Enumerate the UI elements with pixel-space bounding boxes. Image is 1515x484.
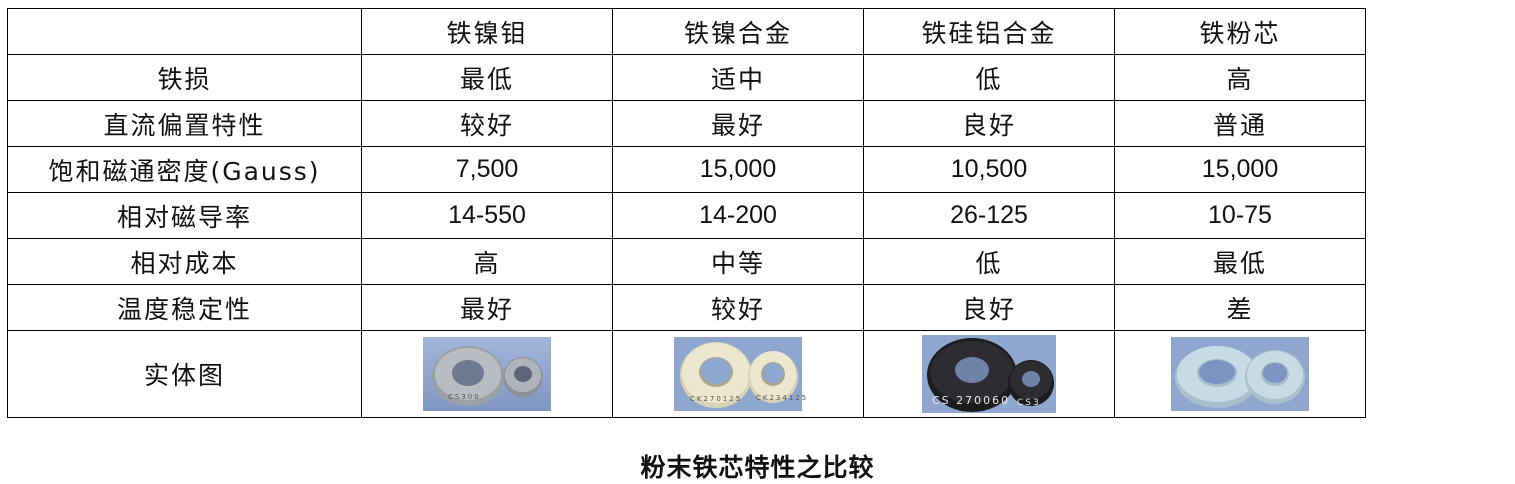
- table-cell: 差: [1114, 284, 1366, 331]
- table-cell: 低: [863, 238, 1115, 285]
- table-row: 温度稳定性 最好 较好 良好 差: [7, 284, 1366, 331]
- table-cell: 普通: [1114, 100, 1366, 147]
- row-label: 相对成本: [7, 238, 362, 285]
- row-label: 饱和磁通密度(Gauss): [7, 146, 362, 193]
- table-cell: 14-200: [612, 192, 864, 239]
- table-cell: 10-75: [1114, 192, 1366, 239]
- image-cell: CS300: [361, 330, 613, 418]
- header-corner-cell: [7, 8, 362, 55]
- svg-text:CK234125: CK234125: [756, 394, 808, 402]
- table-row: 铁损 最低 适中 低 高: [7, 54, 1366, 101]
- header-row: 铁镍钼 铁镍合金 铁硅铝合金 铁粉芯: [7, 8, 1366, 55]
- table-cell: 最低: [361, 54, 613, 101]
- image-cell: CK270125 CK234125: [612, 330, 864, 418]
- row-label: 直流偏置特性: [7, 100, 362, 147]
- table-row: 相对成本 高 中等 低 最低: [7, 238, 1366, 285]
- table-row: 饱和磁通密度(Gauss) 7,500 15,000 10,500 15,000: [7, 146, 1366, 193]
- table-cell: 适中: [612, 54, 864, 101]
- gray-toroid-cores-photo: CS300: [423, 337, 551, 411]
- table-cell: 26-125: [863, 192, 1115, 239]
- header-cell: 铁粉芯: [1114, 8, 1366, 55]
- svg-text:CS 270060: CS 270060: [932, 394, 1010, 407]
- image-cell: CS 270060 CS3: [863, 330, 1115, 418]
- svg-text:CS3: CS3: [1017, 398, 1041, 408]
- table-row: 直流偏置特性 较好 最好 良好 普通: [7, 100, 1366, 147]
- table-cell: 7,500: [361, 146, 613, 193]
- table-cell: 最好: [361, 284, 613, 331]
- row-label: 实体图: [7, 330, 362, 418]
- image-row: 实体图 CS300: [7, 330, 1366, 418]
- table-cell: 良好: [863, 284, 1115, 331]
- row-label: 温度稳定性: [7, 284, 362, 331]
- table-cell: 较好: [361, 100, 613, 147]
- header-cell: 铁镍钼: [361, 8, 613, 55]
- blue-toroid-cores-photo: [1171, 337, 1309, 411]
- image-cell: [1114, 330, 1366, 418]
- header-cell: 铁硅铝合金: [863, 8, 1115, 55]
- black-toroid-cores-photo: CS 270060 CS3: [922, 335, 1056, 413]
- row-label: 相对磁导率: [7, 192, 362, 239]
- row-label: 铁损: [7, 54, 362, 101]
- table-cell: 10,500: [863, 146, 1115, 193]
- table-cell: 15,000: [612, 146, 864, 193]
- table-cell: 较好: [612, 284, 864, 331]
- table-cell: 高: [361, 238, 613, 285]
- svg-text:CS300: CS300: [448, 393, 481, 401]
- comparison-table: 铁镍钼 铁镍合金 铁硅铝合金 铁粉芯 铁损 最低 适中 低 高 直流偏置特性 较…: [7, 8, 1366, 418]
- table-cell: 高: [1114, 54, 1366, 101]
- table-cell: 14-550: [361, 192, 613, 239]
- header-cell: 铁镍合金: [612, 8, 864, 55]
- table-cell: 最低: [1114, 238, 1366, 285]
- svg-text:CK270125: CK270125: [690, 395, 742, 403]
- table-row: 相对磁导率 14-550 14-200 26-125 10-75: [7, 192, 1366, 239]
- cream-toroid-cores-photo: CK270125 CK234125: [674, 337, 806, 411]
- table-caption: 粉末铁芯特性之比较: [640, 453, 875, 482]
- table-cell: 最好: [612, 100, 864, 147]
- table-cell: 中等: [612, 238, 864, 285]
- table-cell: 低: [863, 54, 1115, 101]
- table-cell: 良好: [863, 100, 1115, 147]
- table-cell: 15,000: [1114, 146, 1366, 193]
